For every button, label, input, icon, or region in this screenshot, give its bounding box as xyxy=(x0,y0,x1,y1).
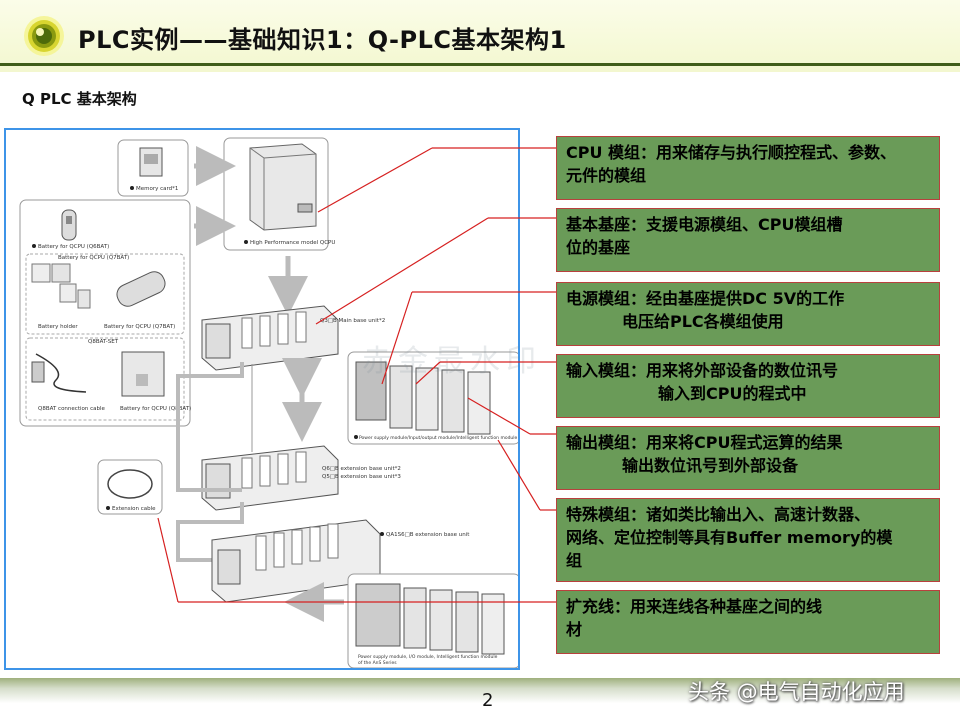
callout-cpu-line1: CPU 模组：用来储存与执行顺控程式、参数、 xyxy=(566,141,930,164)
callout-power-line1: 电源模组：经由基座提供DC 5V的工作 xyxy=(566,287,930,310)
callout-special-line1: 特殊模组：诸如类比输出入、高速计数器、 xyxy=(566,503,930,526)
callout-power-line2: 电压给PLC各模组使用 xyxy=(566,310,930,333)
page-number: 2 xyxy=(482,690,493,711)
callout-special: 特殊模组：诸如类比输出入、高速计数器、 网络、定位控制等具有Buffer mem… xyxy=(556,498,940,582)
callout-cpu: CPU 模组：用来储存与执行顺控程式、参数、 元件的模组 xyxy=(556,136,940,200)
callout-output: 输出模组：用来将CPU程式运算的结果 输出数位讯号到外部设备 xyxy=(556,426,940,490)
leader-line-power xyxy=(382,292,412,384)
callout-power: 电源模组：经由基座提供DC 5V的工作 电压给PLC各模组使用 xyxy=(556,282,940,346)
callout-special-line3: 组 xyxy=(566,549,930,572)
callout-cable-line2: 材 xyxy=(566,618,930,641)
source-watermark: 头条 @电气自动化应用 xyxy=(688,676,905,706)
callout-cable: 扩充线：用来连线各种基座之间的线 材 xyxy=(556,590,940,654)
leader-line-cable xyxy=(158,518,178,602)
callout-base-line1: 基本基座：支援电源模组、CPU模组槽 xyxy=(566,213,930,236)
callout-cpu-line2: 元件的模组 xyxy=(566,164,930,187)
leader-line-input xyxy=(416,362,440,384)
callout-output-line2: 输出数位讯号到外部设备 xyxy=(566,454,930,477)
callout-input-line1: 输入模组：用来将外部设备的数位讯号 xyxy=(566,359,930,382)
callout-input: 输入模组：用来将外部设备的数位讯号 输入到CPU的程式中 xyxy=(556,354,940,418)
callout-input-line2: 输入到CPU的程式中 xyxy=(566,382,930,405)
callout-output-line1: 输出模组：用来将CPU程式运算的结果 xyxy=(566,431,930,454)
callout-base: 基本基座：支援电源模组、CPU模组槽 位的基座 xyxy=(556,208,940,272)
callout-cable-line1: 扩充线：用来连线各种基座之间的线 xyxy=(566,595,930,618)
leader-line-base xyxy=(316,218,488,324)
callout-base-line2: 位的基座 xyxy=(566,236,930,259)
callout-special-line2: 网络、定位控制等具有Buffer memory的模 xyxy=(566,526,930,549)
leader-line-output xyxy=(468,398,530,434)
leader-line-special xyxy=(498,440,540,510)
leader-line-cpu xyxy=(318,148,432,212)
